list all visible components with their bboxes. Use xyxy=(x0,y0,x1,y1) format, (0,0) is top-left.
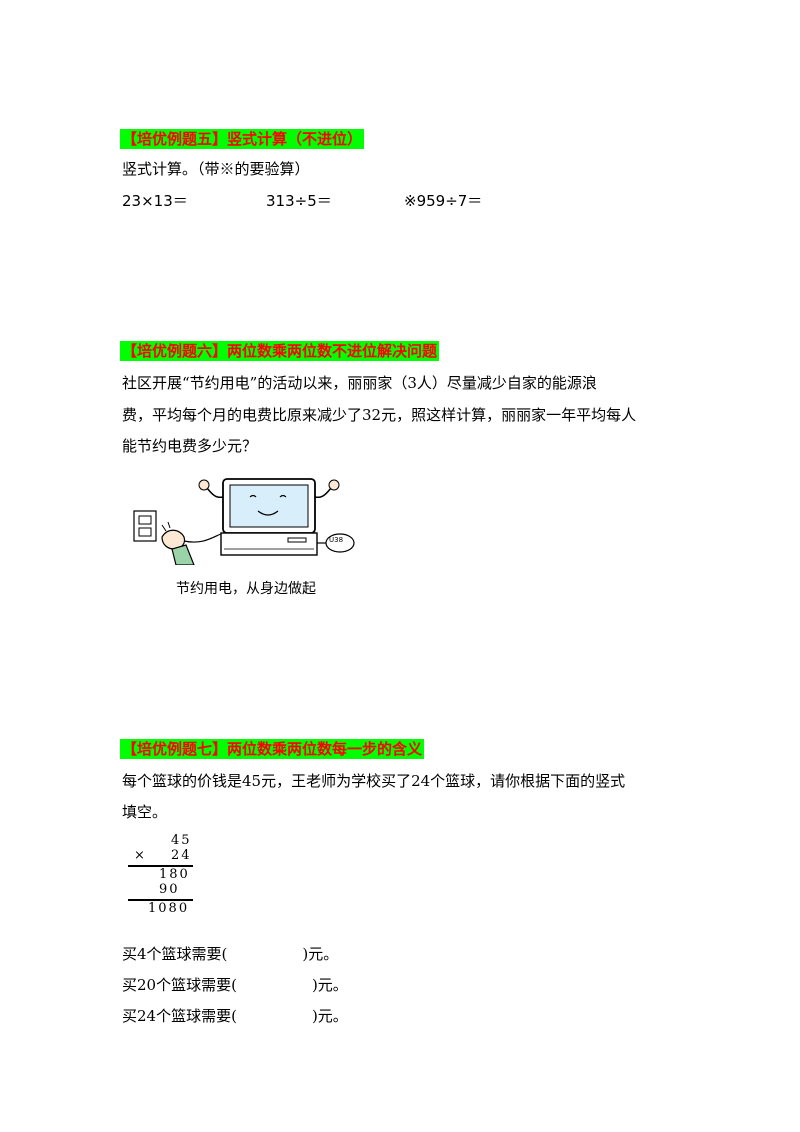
problem-2: 313÷5＝ xyxy=(266,192,332,210)
section7-line-2: 填空。 xyxy=(122,803,168,821)
computer-monitor-icon xyxy=(198,478,340,534)
wall-socket-icon xyxy=(133,510,157,542)
section6-line-2: 费，平均每个月的电费比原来减少了32元，照这样计算，丽丽家一年平均每人 xyxy=(122,406,637,424)
section5-heading: 【培优例题五】竖式计算（不进位） xyxy=(120,129,365,149)
problem-3: ※959÷7＝ xyxy=(404,192,483,210)
usb-drive-icon xyxy=(317,533,355,553)
times-operator: × xyxy=(134,848,147,863)
section5-instruction: 竖式计算。（带※的要验算） xyxy=(122,160,310,178)
usb-label: U38 xyxy=(329,536,344,544)
section7-line-1: 每个篮球的价钱是45元，王老师为学校买了24个篮球，请你根据下面的竖式 xyxy=(122,772,626,790)
rule-line-1 xyxy=(128,865,193,867)
energy-saving-illustration xyxy=(133,478,355,565)
problem-1: 23×13＝ xyxy=(122,192,188,210)
partial-product-2: 90 xyxy=(159,882,180,897)
partial-product-1: 180 xyxy=(159,867,190,882)
multiplicand: 45 xyxy=(171,833,192,848)
blank-line-2[interactable]: 买20个篮球需要( )元。 xyxy=(122,976,348,994)
final-product: 1080 xyxy=(148,901,190,916)
illustration-caption: 节约用电，从身边做起 xyxy=(176,581,316,597)
section6-line-3: 能节约电费多少元？ xyxy=(122,437,258,455)
rule-line-2 xyxy=(128,899,193,901)
hand-icon xyxy=(161,521,195,565)
blank-line-1[interactable]: 买4个篮球需要( )元。 xyxy=(122,945,339,963)
blank-line-3[interactable]: 买24个篮球需要( )元。 xyxy=(122,1007,348,1025)
section6-line-1: 社区开展“节约用电”的活动以来，丽丽家（3人）尽量减少自家的能源浪 xyxy=(122,374,597,392)
section6-heading: 【培优例题六】两位数乘两位数不进位解决问题 xyxy=(120,341,440,361)
multiplier: 24 xyxy=(171,848,192,863)
section7-heading: 【培优例题七】两位数乘两位数每一步的含义 xyxy=(120,739,425,759)
computer-base-icon xyxy=(220,532,318,556)
